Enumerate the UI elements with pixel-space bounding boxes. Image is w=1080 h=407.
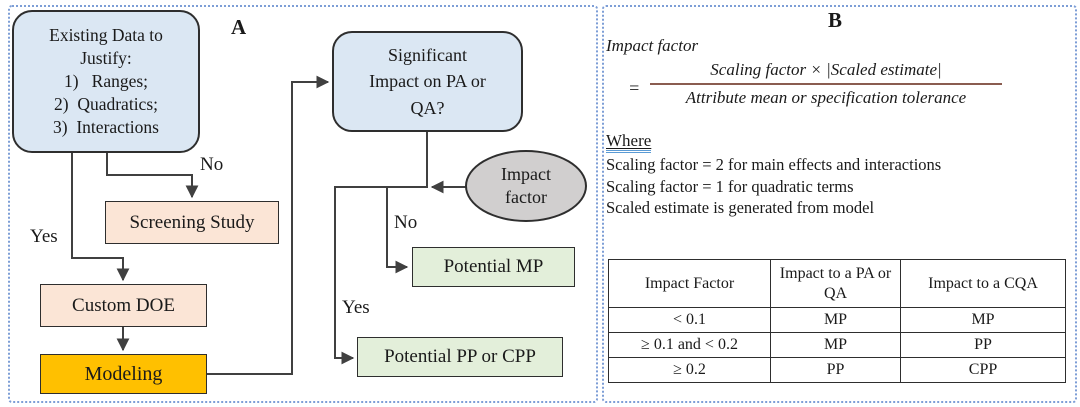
existing-data-line: 3) Interactions bbox=[53, 117, 159, 138]
existing-data-line: Existing Data to bbox=[49, 24, 163, 45]
significant-impact-line: Significant bbox=[388, 45, 467, 66]
node-potential-pp-cpp: Potential PP or CPP bbox=[357, 337, 563, 377]
edge-label-yes-mid: Yes bbox=[342, 297, 370, 318]
screening-study-label: Screening Study bbox=[129, 211, 255, 233]
formula-denominator: Attribute mean or specification toleranc… bbox=[650, 83, 1002, 108]
table-cell: MP bbox=[770, 307, 901, 333]
node-screening-study: Screening Study bbox=[105, 201, 279, 244]
node-impact-factor: Impact factor bbox=[465, 150, 587, 222]
table-header-pa-qa: Impact to a PA or QA bbox=[770, 259, 901, 308]
table-row: ≥ 0.2 PP CPP bbox=[608, 357, 1066, 383]
formula-fraction: Scaling factor × |Scaled estimate| Attri… bbox=[650, 60, 1002, 108]
table-row: < 0.1 MP MP bbox=[608, 307, 1066, 333]
table-header-cqa: Impact to a CQA bbox=[900, 259, 1066, 308]
existing-data-line: 1) Ranges; bbox=[63, 70, 149, 91]
edge-label-yes-left: Yes bbox=[30, 226, 58, 247]
where-line: Scaled estimate is generated from model bbox=[606, 198, 875, 217]
panel-b-label: B bbox=[828, 8, 844, 32]
edge-label-no-top: No bbox=[200, 154, 224, 175]
custom-doe-label: Custom DOE bbox=[72, 294, 175, 316]
significant-impact-line: QA? bbox=[410, 97, 445, 118]
panel-a-label: A bbox=[231, 15, 248, 39]
table-cell: < 0.1 bbox=[608, 307, 771, 333]
where-line: Scaling factor = 2 for main effects and … bbox=[606, 155, 942, 174]
formula-numerator: Scaling factor × |Scaled estimate| bbox=[710, 60, 942, 79]
existing-data-line: 2) Quadratics; bbox=[54, 94, 158, 115]
impact-factor-table: Impact Factor Impact to a PA or QA Impac… bbox=[608, 259, 1066, 383]
impact-factor-line: factor bbox=[505, 187, 547, 207]
node-custom-doe: Custom DOE bbox=[40, 284, 207, 327]
table-row: ≥ 0.1 and < 0.2 MP PP bbox=[608, 332, 1066, 358]
node-existing-data: Existing Data to Justify: 1) Ranges; 2) … bbox=[12, 10, 200, 153]
modeling-label: Modeling bbox=[84, 362, 163, 385]
table-header-impact-factor: Impact Factor bbox=[608, 259, 771, 308]
table-cell: MP bbox=[900, 307, 1066, 333]
table-cell: PP bbox=[770, 357, 901, 383]
edge-label-no-mid: No bbox=[394, 212, 418, 233]
table-cell: MP bbox=[770, 332, 901, 358]
table-cell: PP bbox=[900, 332, 1066, 358]
existing-data-line: Justify: bbox=[80, 47, 132, 68]
table-cell: CPP bbox=[900, 357, 1066, 383]
where-definitions: Scaling factor = 2 for main effects and … bbox=[606, 154, 941, 219]
table-header-row: Impact Factor Impact to a PA or QA Impac… bbox=[608, 259, 1066, 308]
where-heading: Where bbox=[606, 131, 652, 153]
table-cell: ≥ 0.1 and < 0.2 bbox=[608, 332, 771, 358]
formula-title: Impact factor bbox=[606, 36, 699, 55]
significant-impact-line: Impact on PA or bbox=[369, 71, 486, 92]
potential-mp-label: Potential MP bbox=[443, 256, 544, 278]
formula-equals: = bbox=[628, 78, 641, 98]
node-potential-mp: Potential MP bbox=[412, 247, 575, 287]
impact-factor-line: Impact bbox=[501, 163, 551, 184]
table-cell: ≥ 0.2 bbox=[608, 357, 771, 383]
potential-pp-cpp-label: Potential PP or CPP bbox=[384, 346, 536, 368]
node-significant-impact: Significant Impact on PA or QA? bbox=[332, 31, 523, 132]
where-word: Where bbox=[606, 132, 652, 153]
where-line: Scaling factor = 1 for quadratic terms bbox=[606, 176, 854, 196]
node-modeling: Modeling bbox=[40, 354, 207, 394]
